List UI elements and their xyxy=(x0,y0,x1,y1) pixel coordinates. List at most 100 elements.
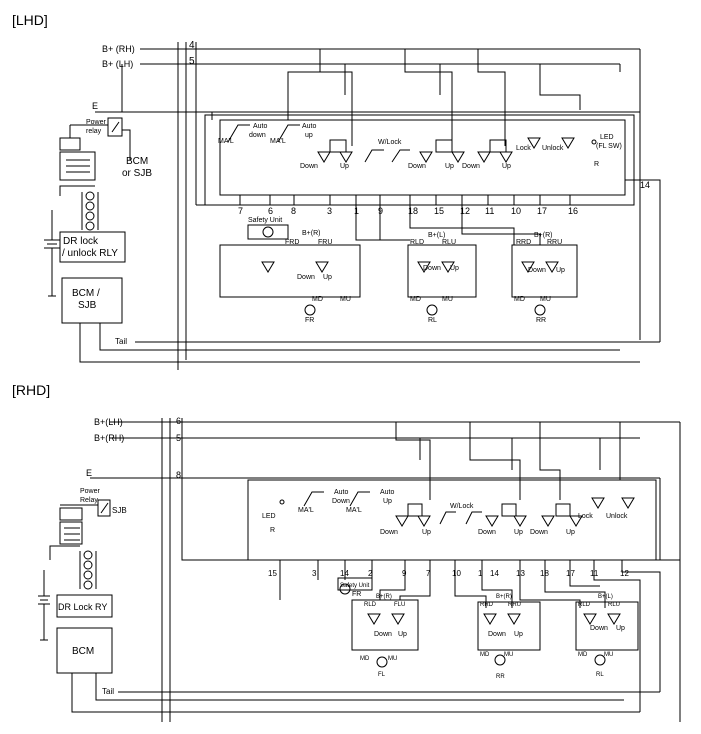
lhd-sw-unlock: Unlock xyxy=(542,145,564,152)
lhd-fr-md: MD xyxy=(312,296,323,303)
lhd-pin: 6 xyxy=(268,206,273,216)
lhd-motor-fr: FRD FRU Down Up MD MU FR xyxy=(219,239,361,324)
lhd-rl-down: Down xyxy=(423,265,441,272)
rhd-fl-up: Up xyxy=(398,631,407,638)
rhd-sw-down-2: Down xyxy=(478,529,496,536)
lhd-bcm-box-line1: BCM / xyxy=(72,288,100,299)
rhd-rr-up: Up xyxy=(514,631,523,638)
rhd-title: [RHD] xyxy=(12,382,51,398)
lhd-sw-auto-up-1: Auto xyxy=(302,123,317,130)
lhd-rr-in2: RRU xyxy=(547,239,562,246)
rhd-pin-labels: 15 3 14 2 9 7 10 1 14 13 18 17 11 12 xyxy=(268,569,629,578)
lhd-bplus-l: B+(L) xyxy=(428,232,445,239)
rhd-fr: FR xyxy=(352,591,361,598)
rhd-supply-rh-pin: 5 xyxy=(176,433,181,443)
lhd-pin: 7 xyxy=(238,206,243,216)
rhd-motor-rr: RRD RRU Down Up MD MU RR xyxy=(477,601,541,680)
rhd-sw-mal-1: MA'L xyxy=(298,507,314,514)
lhd-bplus-r2: B+(R) xyxy=(534,232,552,239)
lhd-sw-up-3: Up xyxy=(502,163,511,170)
lhd-pin: 11 xyxy=(485,206,494,216)
rhd-fl-in2: FLU xyxy=(394,602,405,608)
rhd-pin: 10 xyxy=(452,569,461,578)
rhd-rl-mu: MU xyxy=(604,652,613,658)
lhd-fr-down: Down xyxy=(297,274,315,281)
lhd-supply-rh-pin: 4 xyxy=(189,40,195,51)
rhd-sw-auto-down: Auto Down xyxy=(332,489,350,505)
lhd-bcm-top-line1: BCM xyxy=(126,156,148,167)
lhd-rr-in1: RRD xyxy=(516,239,531,246)
lhd-pin: 15 xyxy=(434,206,444,216)
lhd-bcm-top: BCM or SJB xyxy=(122,156,152,179)
lhd-sw-up-2: Up xyxy=(445,163,454,170)
lhd-relay-box: DR lock / unlock RLY xyxy=(62,236,118,259)
lhd-rr-mu: MU xyxy=(540,296,551,303)
lhd-motor-rr: RRD RRU Down Up MD MU RR xyxy=(511,239,578,324)
rhd-sw-down-1: Down xyxy=(380,529,398,536)
rhd-rl-up: Up xyxy=(616,625,625,632)
rhd-pin: 12 xyxy=(620,569,629,578)
rhd-supply-lh-pin: 6 xyxy=(176,416,181,426)
lhd-pin: 9 xyxy=(378,206,383,216)
rhd-sjb: SJB xyxy=(112,506,127,515)
rhd-sw-auto-down-1: Auto xyxy=(334,489,349,496)
lhd-sw-wlock: W/Lock xyxy=(378,139,402,146)
lhd-rr-down: Down xyxy=(528,267,546,274)
rhd-rr-mu: MU xyxy=(504,652,513,658)
lhd-sw-led-2: (FL SW) xyxy=(596,143,622,150)
rhd-bplus-r: B+(R) xyxy=(376,594,392,600)
lhd-sw-mal-1: MA'L xyxy=(218,138,234,145)
lhd-fr-mu: MU xyxy=(340,296,351,303)
rhd-bplus-r2: B+(R) xyxy=(496,594,512,600)
lhd-pin-labels: 7 6 8 3 1 9 18 15 12 11 10 17 16 14 xyxy=(238,180,650,216)
lhd-sw-auto-down: Auto down xyxy=(249,123,269,139)
lhd-motor-rl: RLD RLU Down Up MD MU RL xyxy=(407,239,477,324)
rhd-sw-up-1: Up xyxy=(422,529,431,536)
lhd-power-relay-label-1-line: relay xyxy=(86,128,102,135)
rhd-pin: 13 xyxy=(516,569,525,578)
rhd-pin: 7 xyxy=(426,569,431,578)
lhd-supply-lh-pin: 5 xyxy=(189,56,195,67)
lhd-bcm-top-line2: or SJB xyxy=(122,168,152,179)
lhd-sw-auto-up-2: up xyxy=(305,132,313,139)
rhd-motor-rl: RLD RLU Down Up MD MU RL xyxy=(575,601,639,678)
lhd-pin: 14 xyxy=(640,180,650,190)
lhd-fr-in1: FRD xyxy=(285,239,299,246)
rhd-power-relay-2: Relay xyxy=(80,497,98,504)
lhd-sw-led: LED (FL SW) xyxy=(596,134,622,150)
lhd-pin: 18 xyxy=(408,206,418,216)
lhd-relay-box-line1: DR lock xyxy=(63,236,99,247)
rhd-safety-unit: Safety Unit xyxy=(340,583,370,589)
rhd-pin: 2 xyxy=(368,569,373,578)
rhd-motor-fl: RLD FLU Down Up MD MU FL xyxy=(351,599,419,678)
rhd-rr-md: MD xyxy=(480,652,490,658)
rhd-sw-unlock: Unlock xyxy=(606,513,628,520)
rhd-switch-diodes xyxy=(395,497,635,527)
rhd-sw-auto-up-2: Up xyxy=(383,498,392,505)
rhd-sw-r: R xyxy=(270,527,275,534)
lhd-sw-down-3: Down xyxy=(462,163,480,170)
lhd-supply-rh-label: B+ (RH) xyxy=(102,44,135,54)
lhd-switch-diodes xyxy=(317,137,575,163)
rhd-bplus-l: B+(L) xyxy=(598,594,613,600)
lhd-ground-label: E xyxy=(92,101,98,111)
lhd-pin: 17 xyxy=(537,206,547,216)
lhd-pin: 3 xyxy=(327,206,332,216)
lhd-relay-box-line2: / unlock RLY xyxy=(62,248,118,259)
lhd-fr-name: FR xyxy=(305,317,314,324)
lhd-fr-up: Up xyxy=(323,274,332,281)
rhd-power-relay: Power Relay xyxy=(80,488,102,504)
lhd-sw-r: R xyxy=(594,161,599,168)
lhd-pin: 16 xyxy=(568,206,578,216)
lhd-sw-up-1: Up xyxy=(340,163,349,170)
lhd-rl-in1: RLD xyxy=(410,239,424,246)
rhd-sw-lock: Lock xyxy=(578,513,593,520)
rhd-bcm-box: BCM xyxy=(72,646,94,657)
lhd-bplus-r: B+(R) xyxy=(302,230,320,237)
lhd-bcm-box-line2: SJB xyxy=(78,300,97,311)
lhd-bcm-box: BCM / SJB xyxy=(72,288,103,311)
rhd-rl-down: Down xyxy=(590,625,608,632)
lhd-pin: 1 xyxy=(354,206,359,216)
